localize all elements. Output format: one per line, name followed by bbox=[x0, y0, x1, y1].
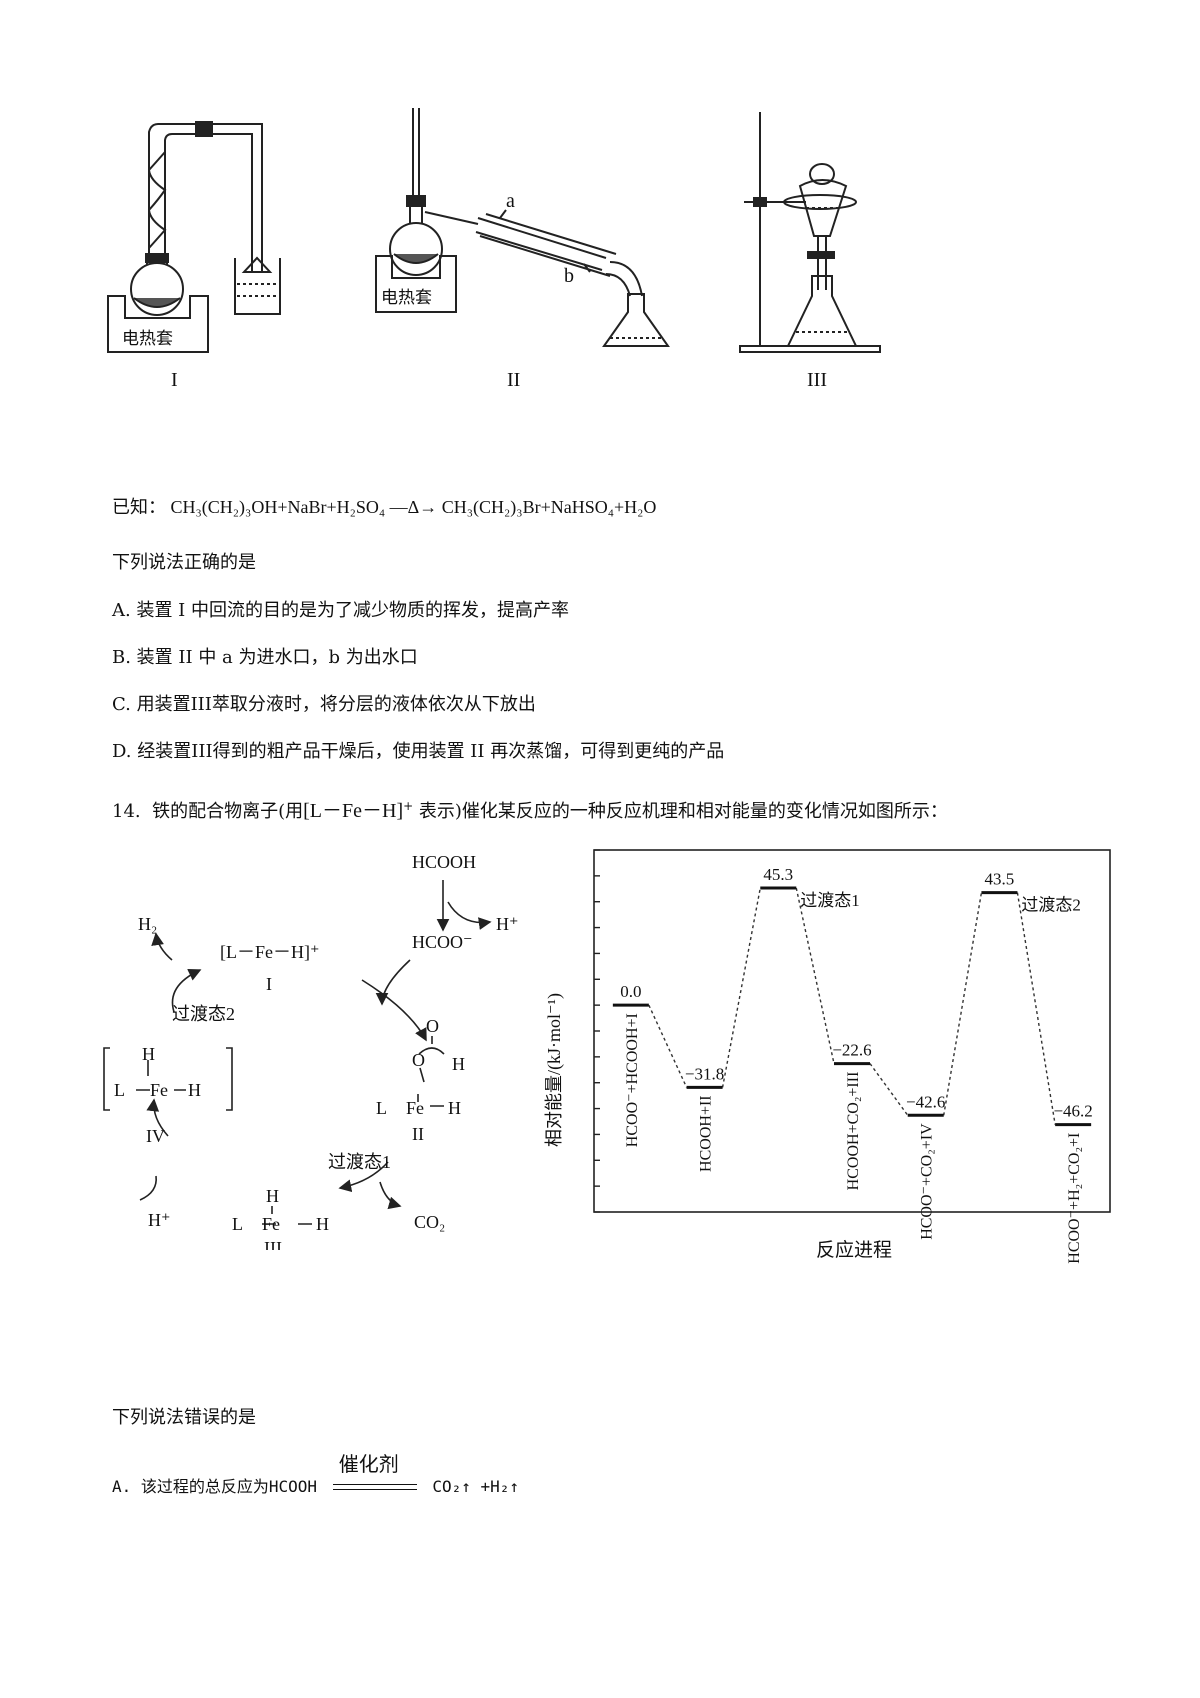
q14-stem2: 下列说法错误的是 bbox=[112, 1407, 256, 1428]
energy-link bbox=[943, 892, 983, 1116]
transition-state-label: 过渡态1 bbox=[800, 891, 860, 910]
energy-value-label: 0.0 bbox=[620, 982, 641, 1001]
cycle-II-O1: O bbox=[426, 1016, 439, 1036]
cycle-h-plus-bottom: H⁺ bbox=[148, 1210, 171, 1230]
cycle-ts1: 过渡态1 bbox=[328, 1152, 391, 1172]
energy-value-label: −22.6 bbox=[832, 1041, 871, 1060]
cycle-IV-L: L bbox=[114, 1080, 125, 1100]
q13-option-b: B. 装置 II 中 a 为进水口，b 为出水口 bbox=[112, 647, 418, 668]
q14-stem-a: 铁的配合物离子(用 bbox=[152, 801, 304, 822]
energy-link bbox=[869, 1063, 909, 1116]
species-label: HCOO⁻+H₂+CO₂+I bbox=[1066, 1133, 1083, 1264]
cycle-III-H2: H bbox=[316, 1214, 329, 1234]
cycle-label-III: III bbox=[264, 1238, 282, 1250]
chart-ylabel: 相对能量/(kJ·mol⁻¹) bbox=[544, 993, 565, 1147]
heater-label-2: 电热套 bbox=[381, 288, 432, 307]
energy-value-label: −46.2 bbox=[1053, 1102, 1092, 1121]
cycle-IV-H: H bbox=[142, 1044, 155, 1064]
cycle-II-H: H bbox=[452, 1054, 465, 1074]
apparatus-figure: 电热套 电热套 a b I II III bbox=[107, 108, 881, 391]
cycle-label-IV: IV bbox=[146, 1126, 165, 1146]
q14-stem: 14. 铁的配合物离子(用[L－Fe－H]+ 表示)催化某反应的一种反应机理和相… bbox=[112, 794, 948, 823]
chart-xlabel: 反应进程 bbox=[816, 1239, 892, 1261]
equation-text: CH₃(CH₂)₃OH+NaBr+H₂SO₄ —Δ→ CH₃(CH₂)₃Br+N… bbox=[170, 497, 657, 517]
cycle-ts2: 过渡态2 bbox=[172, 1004, 235, 1024]
cycle-IV-H2: H bbox=[188, 1080, 201, 1100]
cycle-h-plus-top: H⁺ bbox=[496, 914, 519, 934]
cycle-II-O2: O bbox=[412, 1050, 425, 1070]
port-a-label: a bbox=[506, 190, 515, 212]
known-equation: 已知： CH₃(CH₂)₃OH+NaBr+H₂SO₄ —Δ→ CH₃(CH₂)₃… bbox=[112, 493, 656, 519]
cycle-label-I: I bbox=[266, 974, 272, 994]
cycle-II-L: L bbox=[376, 1098, 387, 1118]
energy-link bbox=[795, 887, 835, 1064]
cycle-IV-Fe: Fe bbox=[150, 1080, 168, 1100]
q14-option-a-prefix: A. 该过程的总反应为HCOOH bbox=[112, 1477, 318, 1496]
transition-state-label: 过渡态2 bbox=[1021, 896, 1081, 915]
energy-link bbox=[1016, 892, 1056, 1125]
species-label: HCOO⁻+HCOOH+I bbox=[624, 1013, 641, 1147]
cycle-II-Fe: Fe bbox=[406, 1098, 424, 1118]
catalyst-label: 催化剂 bbox=[338, 1451, 399, 1476]
known-prefix: 已知： bbox=[112, 497, 166, 517]
cycle-h2: H₂ bbox=[138, 914, 157, 934]
q13-stem: 下列说法正确的是 bbox=[112, 552, 256, 573]
q13-option-a: A. 装置 I 中回流的目的是为了减少物质的挥发，提高产率 bbox=[112, 600, 569, 621]
apparatus-label-II: II bbox=[507, 369, 520, 391]
q14-stem-b: 表示)催化某反应的一种反应机理和相对能量的变化情况如图所示： bbox=[418, 801, 948, 822]
cycle-species-I: [L－Fe－H]⁺ bbox=[220, 942, 319, 962]
cycle-III-L: L bbox=[232, 1214, 243, 1234]
q14-ion: [L－Fe－H] bbox=[303, 800, 404, 822]
energy-link bbox=[648, 1004, 688, 1088]
apparatus-label-I: I bbox=[171, 369, 178, 391]
energy-value-label: 45.3 bbox=[763, 865, 793, 884]
cycle-co2: CO₂ bbox=[414, 1212, 445, 1232]
species-label: HCOOH+II bbox=[698, 1095, 715, 1172]
apparatus-label-III: III bbox=[807, 369, 827, 391]
species-label: HCOO⁻+CO₂+IV bbox=[919, 1123, 936, 1240]
port-b-label: b bbox=[564, 265, 574, 287]
cycle-label-II: II bbox=[412, 1124, 424, 1144]
heater-label-1: 电热套 bbox=[122, 329, 173, 348]
q14-ion-charge: + bbox=[403, 799, 414, 813]
cycle-II-H2: H bbox=[448, 1098, 461, 1118]
q13-option-c: C. 用装置III萃取分液时，将分层的液体依次从下放出 bbox=[112, 694, 536, 715]
q14-option-a-products: CO₂↑ +H₂↑ bbox=[432, 1477, 520, 1496]
energy-value-label: 43.5 bbox=[985, 870, 1015, 889]
q14-option-a: A. 该过程的总反应为HCOOH 催化剂 CO₂↑ +H₂↑ bbox=[112, 1452, 520, 1498]
q14-number: 14. bbox=[112, 801, 141, 822]
cycle-III-H: H bbox=[266, 1186, 279, 1206]
cycle-hcoo-minus: HCOO⁻ bbox=[412, 932, 473, 952]
cycle-III-Fe: Fe bbox=[262, 1214, 280, 1234]
species-label: HCOOH+CO₂+III bbox=[845, 1072, 862, 1191]
q13-option-d: D. 经装置III得到的粗产品干燥后，使用装置 II 再次蒸馏，可得到更纯的产品 bbox=[112, 741, 725, 762]
catalytic-cycle-figure: HCOOH H⁺ HCOO⁻ H₂ [L－Fe－H]⁺ I 过渡态2 H L F… bbox=[103, 852, 519, 1250]
energy-link bbox=[721, 887, 761, 1088]
energy-value-label: −31.8 bbox=[685, 1064, 724, 1083]
energy-value-label: −42.6 bbox=[906, 1092, 945, 1111]
cycle-hcooh: HCOOH bbox=[412, 852, 476, 872]
catalyst-arrow: 催化剂 bbox=[332, 1452, 417, 1498]
